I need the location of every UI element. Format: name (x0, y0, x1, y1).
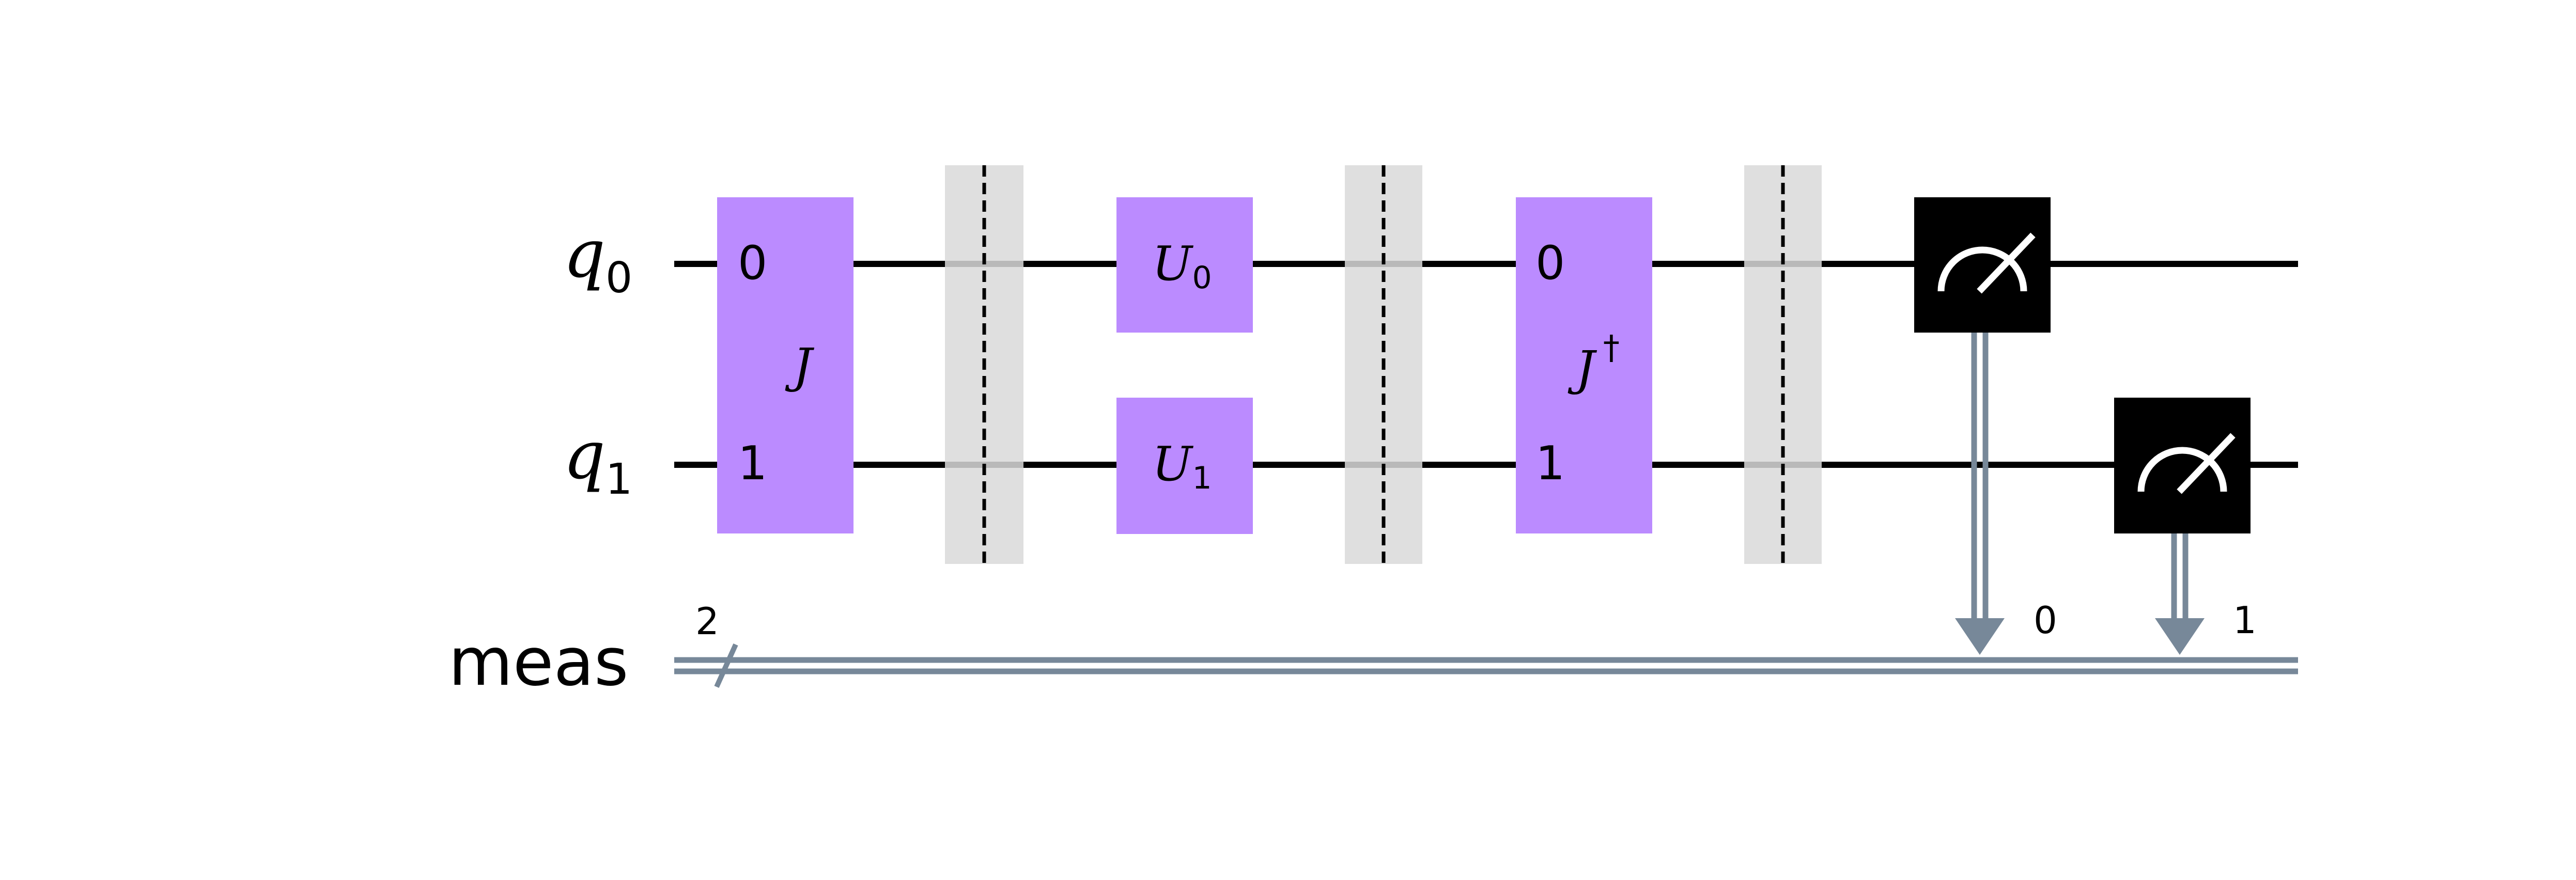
wire-meas (674, 643, 2298, 688)
gate-u0-symbol: U0 (1152, 236, 1212, 296)
bus-slash (714, 643, 738, 688)
gate-j-port-1: 1 (738, 436, 767, 491)
barrier-2 (1345, 165, 1422, 564)
wire-label-meas: meas (448, 624, 629, 701)
barrier-3 (1744, 165, 1822, 564)
gate-jdg-port-0: 0 (1535, 236, 1565, 290)
measure-q1-bit-label: 1 (2233, 599, 2257, 642)
bus-width-label: 2 (695, 600, 719, 643)
measure-q0: 0 (1914, 197, 2057, 655)
meter-icon (1937, 232, 2036, 294)
gate-u1: U1 (1116, 398, 1253, 534)
wire-label-q1: q1 (563, 417, 632, 504)
measure-q1-arrow (2155, 618, 2205, 655)
gate-j-port-0: 0 (738, 236, 767, 290)
barrier-1 (945, 165, 1023, 564)
gate-j-dagger: 0 1 J† (1516, 197, 1652, 533)
measure-q1: 1 (2114, 398, 2257, 655)
gate-u1-symbol: U1 (1152, 436, 1212, 496)
gate-j: 0 1 J (717, 197, 854, 533)
gate-jdg-port-1: 1 (1535, 436, 1565, 491)
measure-q0-arrow (1955, 618, 2005, 655)
measure-q0-bit-label: 0 (2034, 599, 2057, 642)
wire-label-q0: q0 (563, 216, 632, 303)
gate-u0: U0 (1116, 197, 1253, 333)
meter-icon (2137, 433, 2236, 494)
